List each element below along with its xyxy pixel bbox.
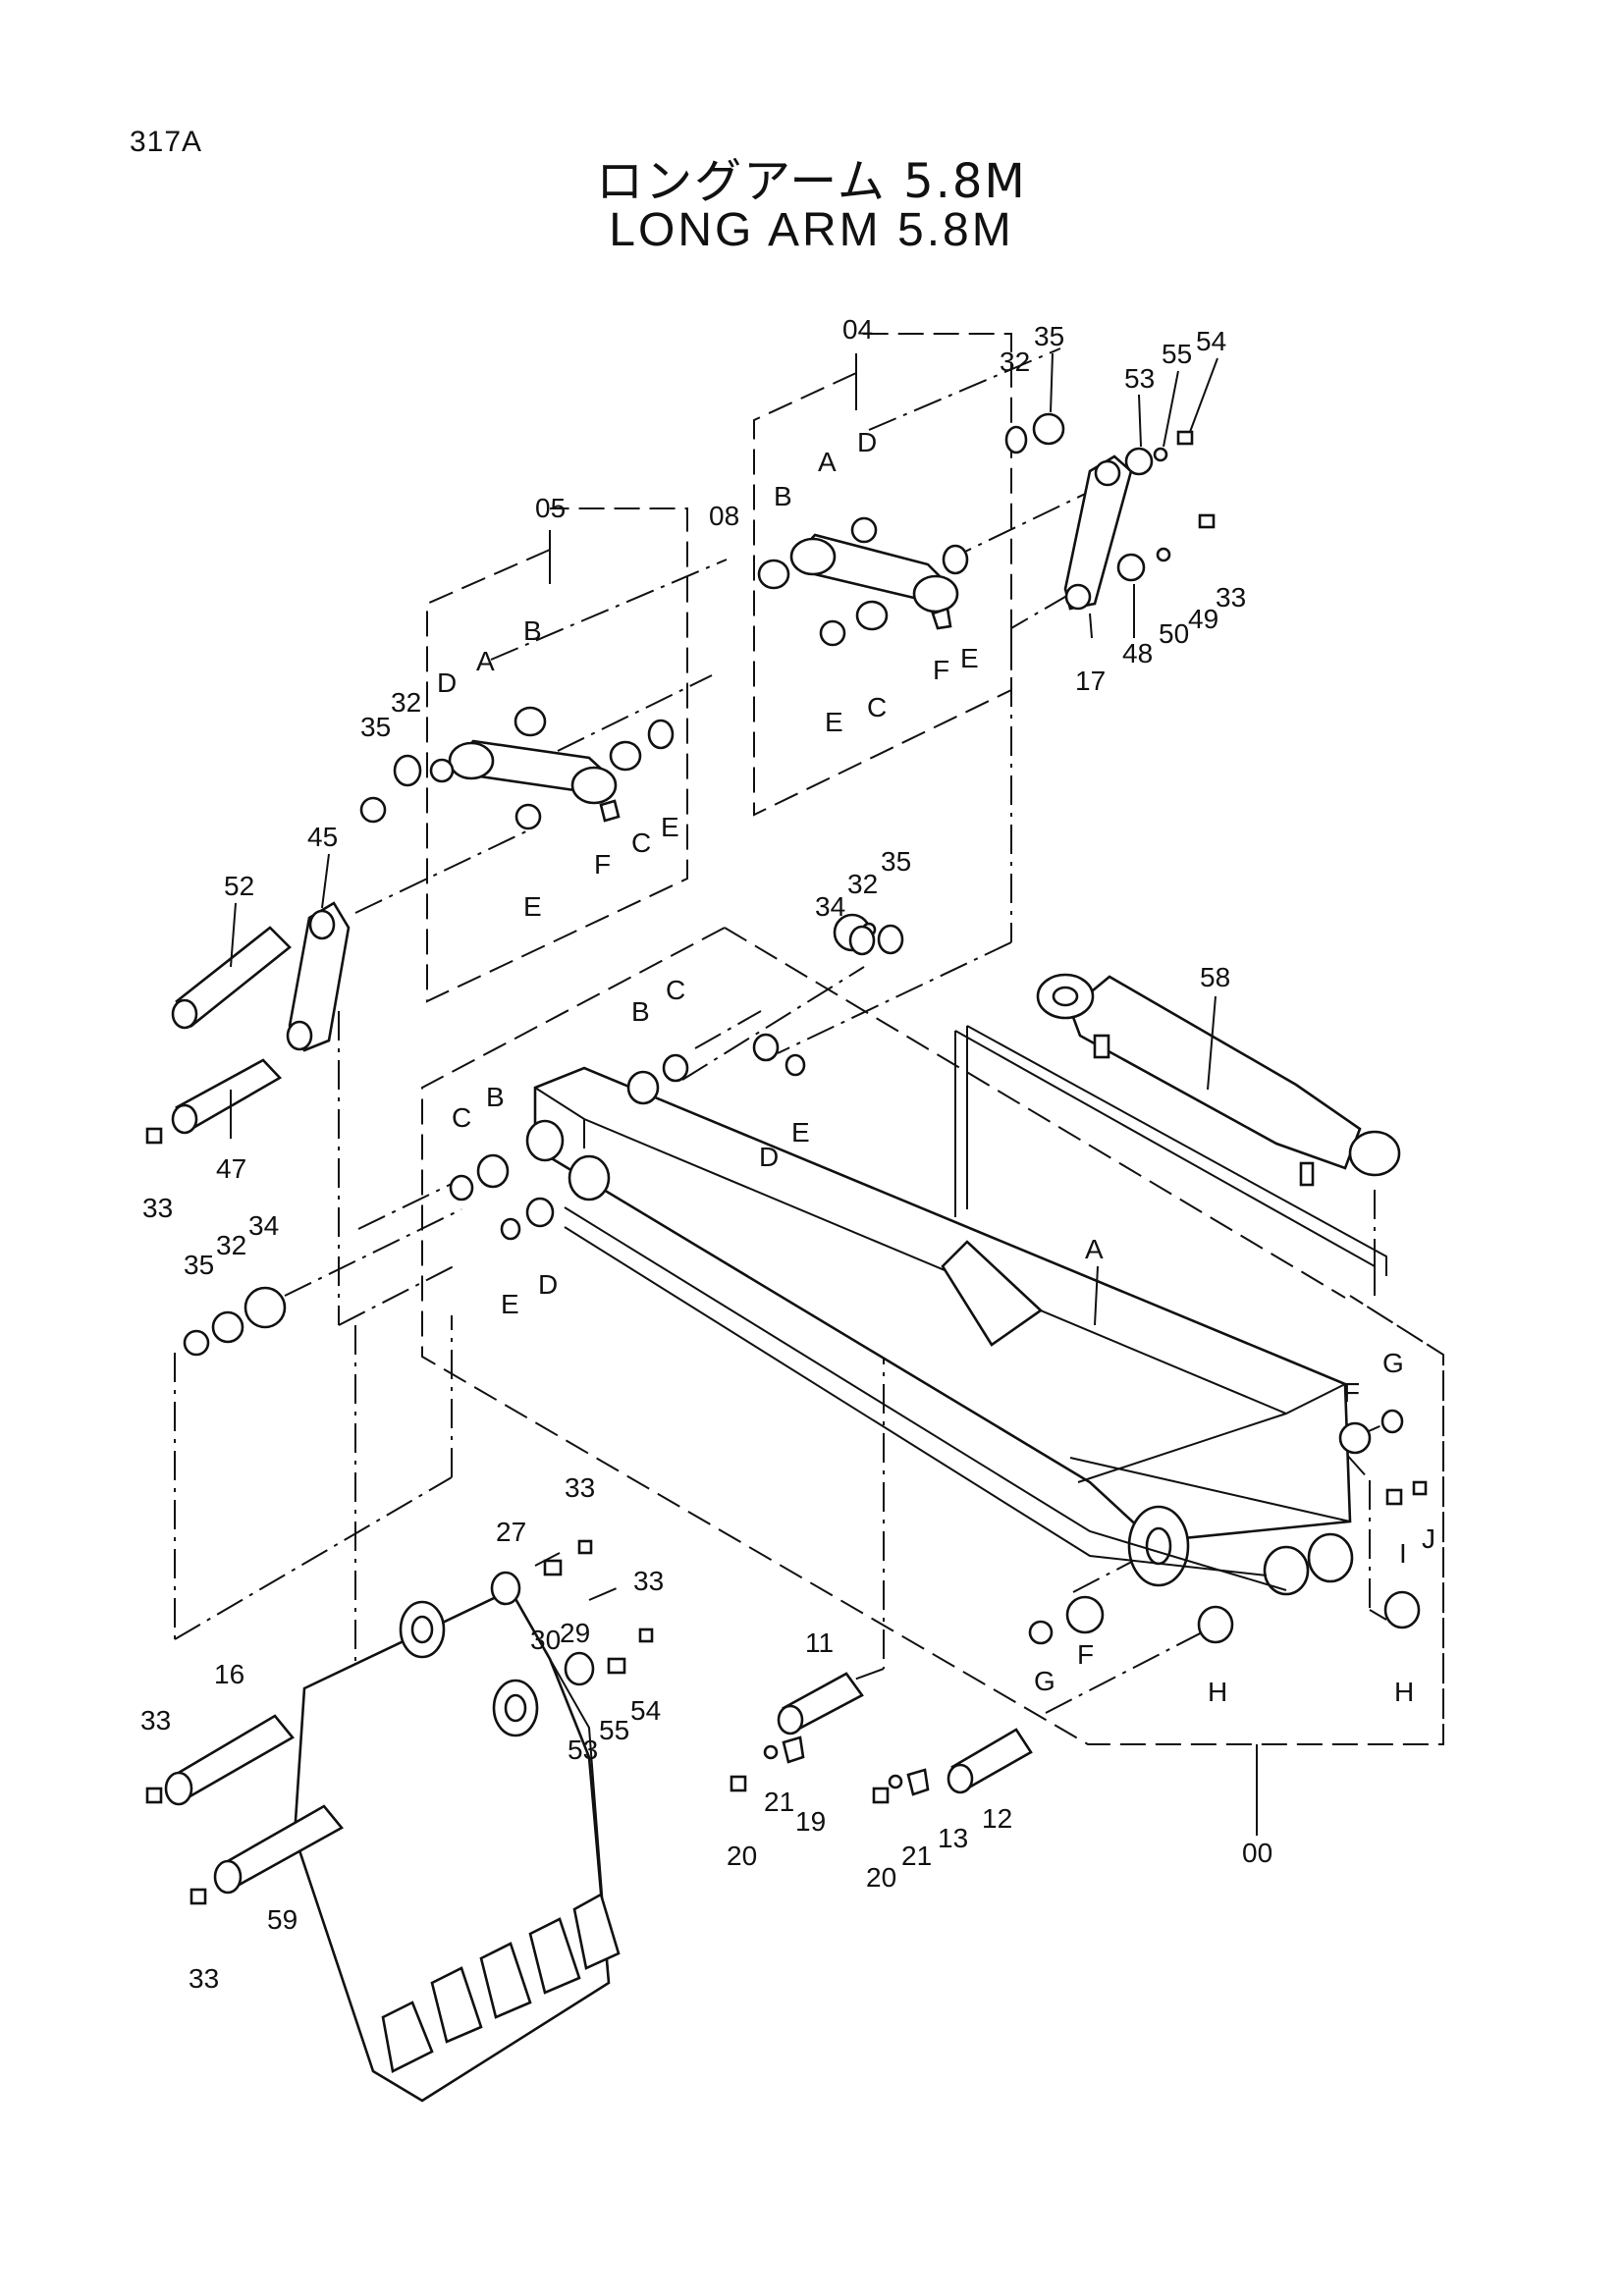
- callout-H: H: [1394, 1677, 1414, 1707]
- side-link-17: [1063, 430, 1216, 611]
- callout-21: 21: [901, 1841, 932, 1871]
- callout-55: 55: [599, 1715, 629, 1745]
- callout-54: 54: [1196, 326, 1226, 356]
- callout-33: 33: [142, 1193, 173, 1223]
- callout-33: 33: [633, 1566, 664, 1596]
- callout-35: 35: [1034, 321, 1064, 351]
- callout-12: 12: [982, 1803, 1012, 1834]
- callout-G: G: [1034, 1666, 1055, 1696]
- callout-B: B: [774, 481, 792, 511]
- callout-17: 17: [1075, 666, 1106, 696]
- callout-52: 52: [224, 871, 254, 901]
- callout-D: D: [759, 1142, 779, 1172]
- callout-59: 59: [267, 1904, 298, 1935]
- arm-pin-hardware: [183, 913, 1428, 1645]
- callout-32: 32: [1000, 347, 1030, 377]
- callout-53: 53: [1124, 363, 1155, 394]
- callout-34: 34: [815, 891, 845, 922]
- callout-B: B: [486, 1082, 505, 1112]
- callout-F: F: [594, 849, 611, 880]
- callout-C: C: [867, 692, 887, 722]
- callout-58: 58: [1200, 962, 1230, 992]
- callout-F: F: [933, 655, 949, 685]
- callout-A: A: [818, 447, 837, 477]
- callout-labels: 04 32 35 A D B E C F E 08 05 B A D 32 35…: [140, 314, 1435, 1994]
- link-04: [757, 412, 1065, 647]
- callout-A: A: [476, 646, 495, 676]
- callout-29: 29: [560, 1618, 590, 1648]
- group-05-boundary: [426, 507, 688, 1003]
- callout-I: I: [1399, 1538, 1407, 1569]
- callout-33: 33: [1216, 582, 1246, 613]
- callout-33: 33: [140, 1705, 171, 1735]
- callout-J: J: [1422, 1523, 1435, 1554]
- callout-E: E: [523, 891, 542, 922]
- callout-D: D: [538, 1269, 558, 1300]
- callout-54: 54: [630, 1695, 661, 1726]
- callout-11: 11: [805, 1628, 834, 1658]
- callout-35: 35: [184, 1250, 214, 1280]
- callout-B: B: [631, 996, 650, 1027]
- callout-E: E: [661, 812, 679, 842]
- callout-53: 53: [568, 1735, 598, 1765]
- callout-33: 33: [565, 1472, 595, 1503]
- callout-48: 48: [1122, 638, 1153, 668]
- long-arm-body: [525, 1066, 1354, 1596]
- callout-C: C: [452, 1102, 471, 1133]
- callout-C: C: [666, 975, 685, 1005]
- group-04-boundary: [753, 333, 1012, 817]
- callout-13: 13: [938, 1823, 968, 1853]
- callout-30: 30: [530, 1625, 561, 1655]
- callout-F: F: [1077, 1639, 1094, 1670]
- side-link-45: [145, 901, 351, 1145]
- callout-55: 55: [1162, 339, 1192, 369]
- callout-33: 33: [189, 1963, 219, 1994]
- callout-E: E: [825, 707, 843, 737]
- callout-F: F: [1343, 1377, 1360, 1408]
- bucket-cylinder: [1036, 973, 1401, 1187]
- callout-C: C: [631, 828, 651, 858]
- callout-G: G: [1382, 1348, 1404, 1378]
- callout-D: D: [437, 667, 457, 698]
- callout-16: 16: [214, 1659, 244, 1689]
- assembly-lines: [174, 347, 1387, 1836]
- callout-E: E: [960, 643, 979, 673]
- cylinder-connection-lines: [954, 1025, 1387, 1296]
- leader-lines: [230, 352, 1258, 1836]
- callout-E: E: [501, 1289, 519, 1319]
- callout-04: 04: [842, 314, 873, 345]
- pins-11-12: [730, 1672, 1033, 1804]
- callout-00: 00: [1242, 1838, 1272, 1868]
- callout-D: D: [857, 427, 877, 457]
- link-05: [359, 706, 675, 830]
- callout-32: 32: [847, 869, 878, 899]
- callout-H: H: [1208, 1677, 1227, 1707]
- page-code: 317A: [130, 126, 203, 158]
- callout-50: 50: [1159, 618, 1189, 649]
- callout-45: 45: [307, 822, 338, 852]
- callout-B: B: [523, 615, 542, 646]
- callout-20: 20: [866, 1862, 896, 1893]
- callout-49: 49: [1188, 604, 1218, 634]
- callout-32: 32: [216, 1230, 246, 1260]
- callout-E: E: [791, 1117, 810, 1148]
- callout-A: A: [1085, 1234, 1104, 1264]
- callout-35: 35: [881, 846, 911, 877]
- callout-21: 21: [764, 1787, 794, 1817]
- title-japanese: ロングアーム 5.8M: [596, 154, 1027, 209]
- callout-05: 05: [535, 493, 566, 523]
- callout-47: 47: [216, 1153, 246, 1184]
- callout-32: 32: [391, 687, 421, 718]
- title-english: LONG ARM 5.8M: [609, 204, 1014, 256]
- bucket: [145, 1539, 654, 2103]
- callout-19: 19: [795, 1806, 826, 1837]
- callout-35: 35: [360, 712, 391, 742]
- callout-08: 08: [709, 501, 739, 531]
- callout-34: 34: [248, 1210, 279, 1241]
- callout-20: 20: [727, 1841, 757, 1871]
- callout-27: 27: [496, 1517, 526, 1547]
